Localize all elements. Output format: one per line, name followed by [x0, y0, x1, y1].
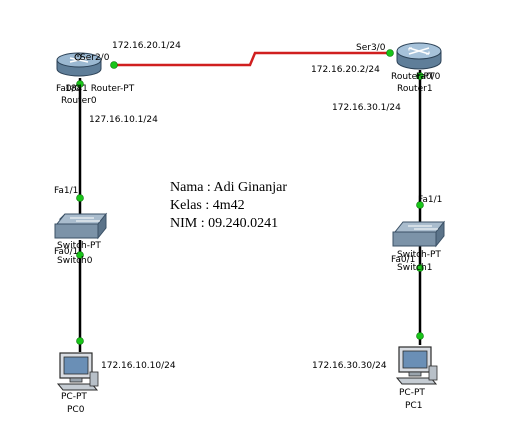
- author-note: Nama : Adi Ginanjar Kelas : 4m42 NIM : 0…: [170, 179, 287, 233]
- switch1-name: Switch1: [397, 263, 433, 273]
- port-label-switch0-down: Fa0/1: [54, 247, 79, 257]
- ip-label-router1-lan: 172.16.30.1/24: [332, 103, 401, 113]
- port-label-router1-fa: Fa0/0: [416, 72, 441, 82]
- port-light-switch0-down: [76, 251, 84, 259]
- switch1-icon[interactable]: [392, 220, 446, 248]
- port-light-pc0: [76, 337, 84, 345]
- port-light-switch0-up: [76, 194, 84, 202]
- switch0-model: Switch-PT: [57, 241, 101, 251]
- author-class: Kelas : 4m42: [170, 198, 245, 213]
- router0-icon[interactable]: [56, 52, 102, 77]
- pc0-model: PC-PT: [61, 392, 87, 402]
- router1-model: Router-PT: [391, 72, 435, 82]
- pc0-name: PC0: [67, 405, 85, 415]
- port-light-switch1-down: [416, 264, 424, 272]
- author-name: Nama : Adi Ginanjar: [170, 180, 288, 195]
- port-light-pc1: [416, 332, 424, 340]
- ip-label-pc0: 172.16.10.10/24: [101, 361, 176, 371]
- switch0-icon[interactable]: [54, 212, 108, 240]
- pc1-name: PC1: [405, 401, 423, 411]
- pc1-icon[interactable]: [395, 346, 438, 385]
- router0-model: 1841 Router-PT: [65, 84, 135, 94]
- switch1-model: Switch-PT: [397, 250, 441, 260]
- author-nim: NIM : 09.240.0241: [170, 216, 279, 231]
- ip-label-pc1: 172.16.30.30/24: [312, 361, 387, 371]
- router1-icon[interactable]: [396, 42, 442, 70]
- port-light-router1-ser: [386, 49, 394, 57]
- pc0-icon[interactable]: [56, 352, 99, 391]
- port-light-router0-fa: [76, 80, 84, 88]
- port-light-router1-fa: [416, 72, 424, 80]
- port-light-switch1-up: [416, 201, 424, 209]
- pc1-model: PC-PT: [399, 388, 425, 398]
- port-label-router1-ser: Ser3/0: [356, 43, 386, 53]
- port-label-router0-ser: Ser2/0: [80, 53, 110, 63]
- port-light-router0-ser: [110, 61, 118, 69]
- ip-label-router0-serial: 172.16.20.1/24: [112, 41, 181, 51]
- port-label-switch1-down: Fa0/1: [391, 255, 416, 265]
- serial-link-router0-router1[interactable]: [114, 51, 390, 67]
- port-label-switch1-up: Fa1/1: [418, 195, 443, 205]
- router0-name: Router0: [61, 96, 97, 106]
- switch0-name: Switch0: [57, 256, 93, 266]
- ip-label-router0-lan: 127.16.10.1/24: [89, 115, 158, 125]
- port-label-switch0-up: Fa1/1: [54, 186, 79, 196]
- router1-name: Router1: [397, 84, 433, 94]
- ip-label-router1-serial: 172.16.20.2/24: [311, 65, 380, 75]
- port-label-router0-fa: Fa0/0: [56, 84, 81, 94]
